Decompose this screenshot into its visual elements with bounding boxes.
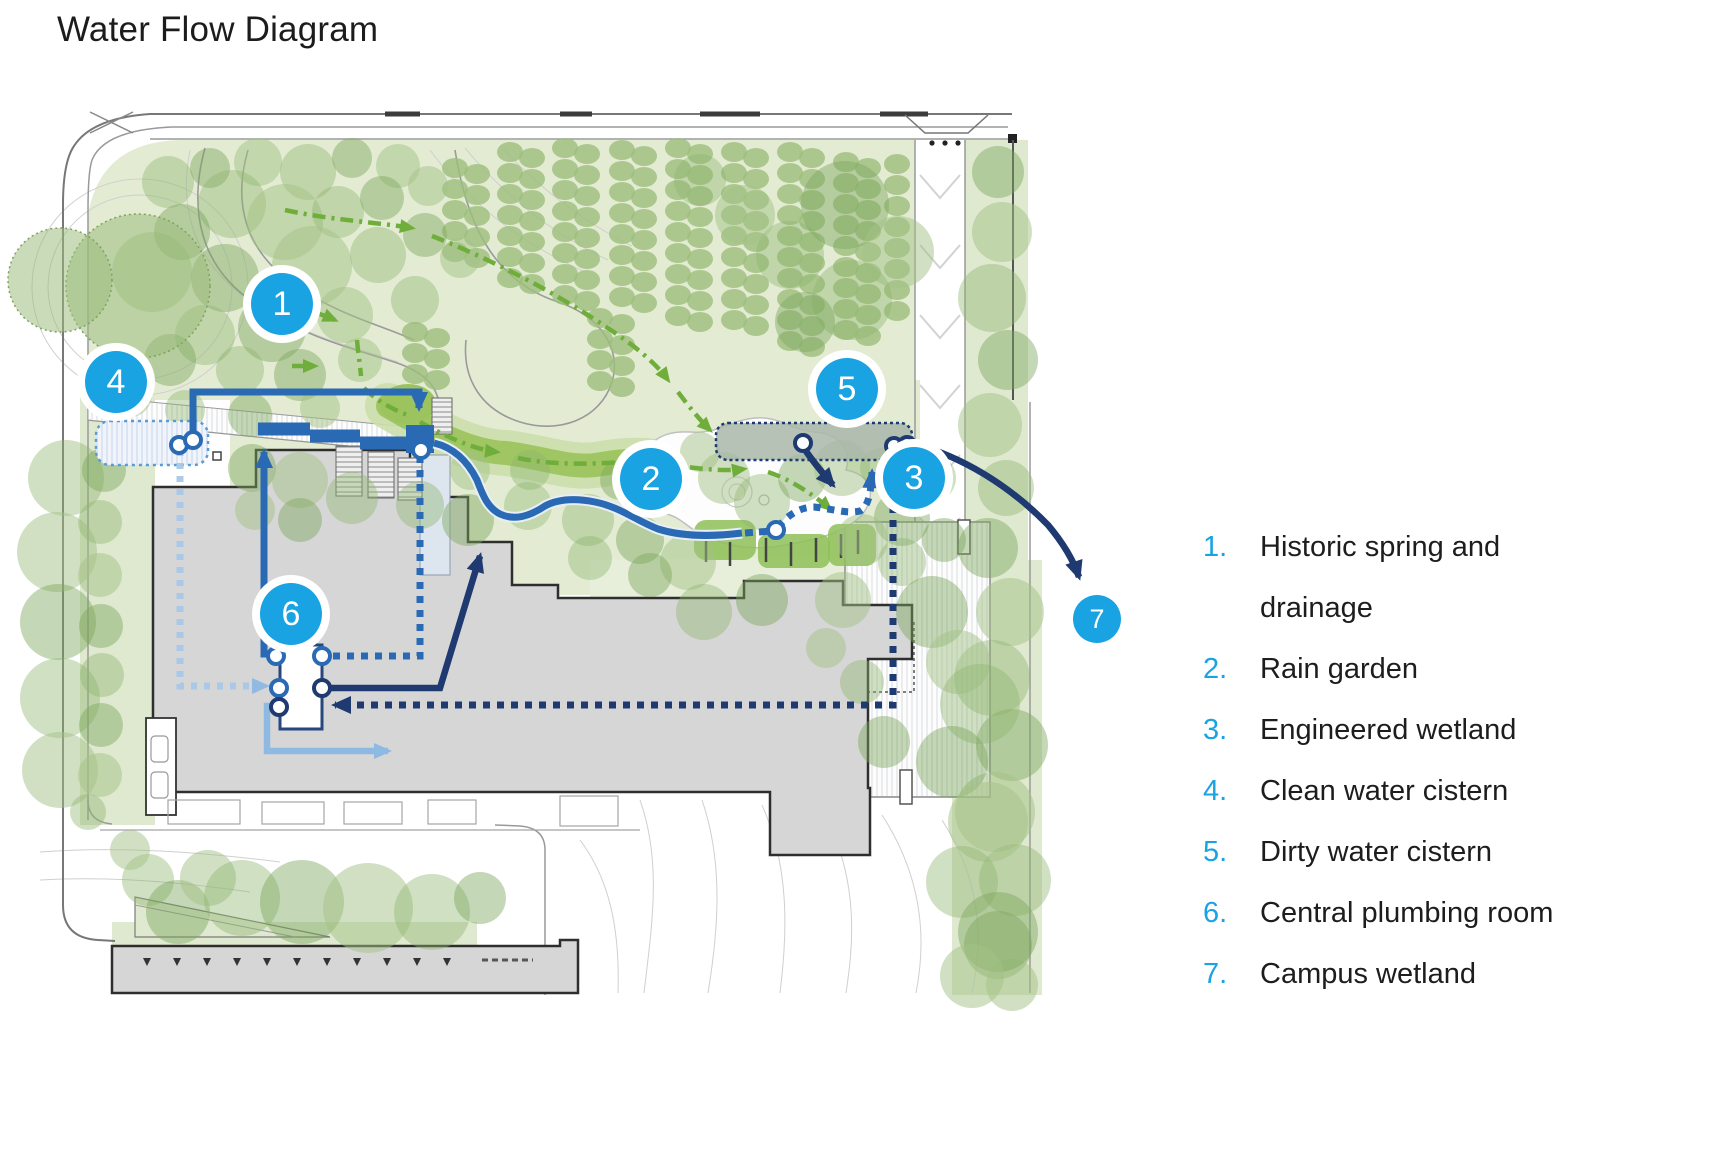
south-plaza	[100, 795, 640, 831]
legend: 1. Historic spring and drainage 2. Rain gar…	[1203, 517, 1593, 1005]
dirty-water-cistern-shape	[714, 421, 914, 462]
map-marker-4: 4	[85, 351, 147, 413]
legend-number: 6.	[1203, 897, 1228, 929]
map-marker-7: 7	[1073, 595, 1121, 643]
legend-number: 1.	[1203, 531, 1228, 563]
legend-number: 5.	[1203, 836, 1228, 868]
legend-label: Campus wetland	[1260, 958, 1476, 990]
survey-dots	[929, 134, 1017, 146]
legend-label: Clean water cistern	[1260, 775, 1509, 807]
legend-item-4: 4. Clean water cistern	[1203, 761, 1593, 822]
legend-item-5: 5. Dirty water cistern	[1203, 822, 1593, 883]
map-marker-6: 6	[260, 583, 322, 645]
legend-item-6: 6. Central plumbing room	[1203, 883, 1593, 944]
legend-item-7: 7. Campus wetland	[1203, 944, 1593, 1005]
map-marker-3: 3	[883, 447, 945, 509]
legend-item-2: 2. Rain garden	[1203, 639, 1593, 700]
big-dashed-trees	[7, 213, 211, 359]
south-building	[110, 896, 580, 995]
legend-number: 3.	[1203, 714, 1228, 746]
legend-item-1: 1. Historic spring and drainage	[1203, 517, 1593, 639]
legend-number: 2.	[1203, 653, 1228, 685]
legend-label: Engineered wetland	[1260, 714, 1517, 746]
map-marker-5: 5	[816, 358, 878, 420]
map-marker-1: 1	[251, 273, 313, 335]
legend-label: Central plumbing room	[1260, 897, 1554, 929]
legend-label: Historic spring and drainage	[1260, 531, 1501, 624]
legend-item-3: 3. Engineered wetland	[1203, 700, 1593, 761]
legend-label: Dirty water cistern	[1260, 836, 1493, 868]
pipe-nodes	[169, 430, 917, 717]
legend-label: Rain garden	[1260, 653, 1418, 685]
legend-number: 7.	[1203, 958, 1228, 990]
column-ticks	[143, 958, 451, 966]
water-flow-lines	[94, 388, 1083, 759]
page-title: Water Flow Diagram	[57, 10, 379, 49]
legend-number: 4.	[1203, 775, 1228, 807]
map-marker-2: 2	[620, 448, 682, 510]
